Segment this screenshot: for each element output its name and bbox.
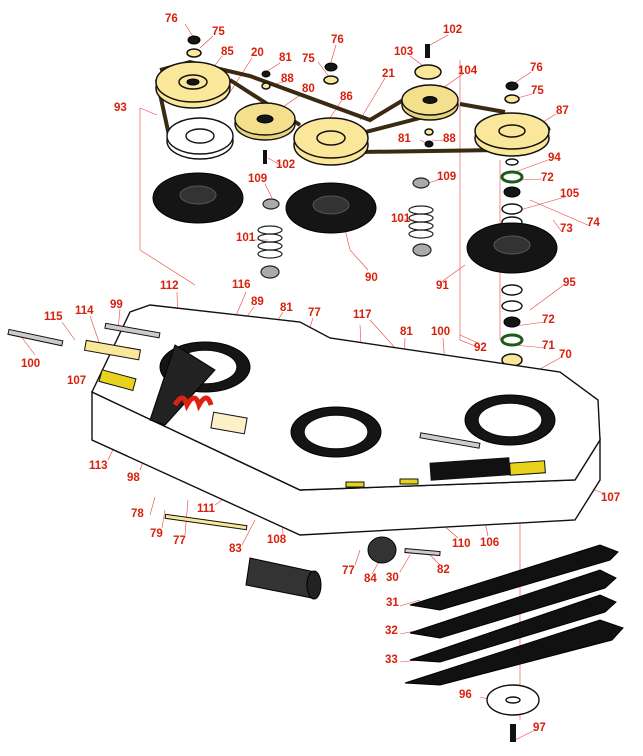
spindle-housings bbox=[152, 172, 558, 274]
callout-82: 82 bbox=[437, 564, 450, 576]
callout-81c: 81 bbox=[280, 302, 293, 314]
callout-31: 31 bbox=[386, 597, 399, 609]
callout-30: 30 bbox=[386, 572, 399, 584]
callout-93: 93 bbox=[114, 102, 127, 114]
callout-71: 71 bbox=[542, 340, 555, 352]
callout-87: 87 bbox=[556, 105, 569, 117]
callout-76c: 76 bbox=[530, 62, 543, 74]
idler-pulley bbox=[166, 117, 234, 160]
callout-113: 113 bbox=[89, 460, 108, 472]
callout-106: 106 bbox=[480, 537, 499, 549]
callout-100: 100 bbox=[21, 358, 40, 370]
callout-104: 104 bbox=[458, 65, 478, 77]
callout-76b: 76 bbox=[331, 34, 344, 46]
callout-75b: 75 bbox=[302, 53, 315, 65]
callout-75: 75 bbox=[212, 26, 225, 38]
callout-98: 98 bbox=[127, 472, 140, 484]
callout-labels: 76 75 85 20 81 88 80 93 76 75 86 21 102 … bbox=[21, 13, 620, 734]
callout-33: 33 bbox=[385, 654, 398, 666]
pulley-85 bbox=[155, 61, 231, 109]
callout-108: 108 bbox=[267, 534, 287, 546]
callout-74: 74 bbox=[587, 217, 600, 229]
callout-107: 107 bbox=[67, 375, 86, 387]
callout-117: 117 bbox=[353, 309, 372, 321]
springs bbox=[257, 177, 434, 279]
callout-115: 115 bbox=[44, 311, 63, 323]
pulley-80 bbox=[234, 102, 296, 141]
callout-77c: 77 bbox=[342, 565, 355, 577]
callout-90: 90 bbox=[365, 272, 378, 284]
callout-77b: 77 bbox=[173, 535, 186, 547]
callout-101b: 101 bbox=[391, 213, 411, 225]
callout-105: 105 bbox=[560, 188, 580, 200]
callout-73: 73 bbox=[560, 223, 573, 235]
callout-102: 102 bbox=[443, 24, 462, 36]
callout-80: 80 bbox=[302, 83, 315, 95]
pulley-86 bbox=[293, 117, 369, 166]
callout-72b: 72 bbox=[542, 314, 555, 326]
callout-72: 72 bbox=[541, 172, 554, 184]
callout-109: 109 bbox=[248, 173, 267, 185]
rollers bbox=[245, 536, 397, 600]
callout-101: 101 bbox=[236, 232, 256, 244]
callout-107b: 107 bbox=[601, 492, 620, 504]
callout-88b: 88 bbox=[443, 133, 456, 145]
callout-88: 88 bbox=[281, 73, 294, 85]
callout-96: 96 bbox=[459, 689, 472, 701]
callout-75c: 75 bbox=[531, 85, 544, 97]
callout-110: 110 bbox=[452, 538, 471, 550]
callout-103: 103 bbox=[394, 46, 413, 58]
callout-81: 81 bbox=[279, 52, 292, 64]
callout-116: 116 bbox=[232, 279, 251, 291]
callout-92: 92 bbox=[474, 342, 487, 354]
callout-97: 97 bbox=[533, 722, 546, 734]
pulley-87 bbox=[474, 112, 550, 157]
callout-86: 86 bbox=[340, 91, 353, 103]
idler-arm-assembly bbox=[7, 322, 481, 557]
callout-84: 84 bbox=[364, 573, 377, 585]
callout-78: 78 bbox=[131, 508, 144, 520]
callout-32: 32 bbox=[385, 625, 398, 637]
callout-20: 20 bbox=[251, 47, 264, 59]
callout-99: 99 bbox=[110, 299, 123, 311]
callout-95: 95 bbox=[563, 277, 576, 289]
callout-77: 77 bbox=[308, 307, 321, 319]
callout-81d: 81 bbox=[400, 326, 413, 338]
callout-70: 70 bbox=[559, 349, 572, 361]
callout-85: 85 bbox=[221, 46, 234, 58]
callout-100b: 100 bbox=[431, 326, 450, 338]
callout-109b: 109 bbox=[437, 171, 456, 183]
callout-114: 114 bbox=[75, 305, 94, 317]
callout-111: 111 bbox=[197, 503, 216, 515]
callout-79: 79 bbox=[150, 528, 163, 540]
callout-83: 83 bbox=[229, 543, 242, 555]
blade-disk bbox=[486, 684, 540, 742]
mower-blades bbox=[404, 544, 624, 686]
callout-81b: 81 bbox=[398, 133, 411, 145]
callout-102b: 102 bbox=[276, 159, 295, 171]
callout-76: 76 bbox=[165, 13, 178, 25]
callout-94: 94 bbox=[548, 152, 561, 164]
callout-112: 112 bbox=[160, 280, 179, 292]
callout-21: 21 bbox=[382, 68, 395, 80]
callout-91: 91 bbox=[436, 280, 449, 292]
callout-89: 89 bbox=[251, 296, 264, 308]
pulley-104 bbox=[401, 44, 459, 121]
